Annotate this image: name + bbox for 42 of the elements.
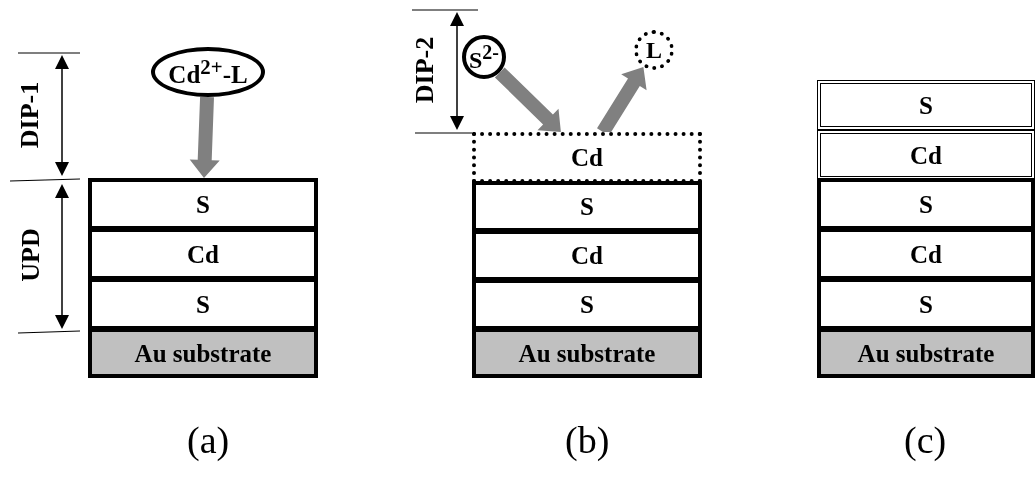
dimension-label: DIP-1 xyxy=(15,81,46,149)
layer-box xyxy=(88,178,318,230)
layer-label: S xyxy=(196,291,210,317)
layer-box xyxy=(472,132,702,183)
layer-label: S xyxy=(919,291,933,317)
layer-label: Cd xyxy=(571,145,603,170)
layer-box xyxy=(817,80,1035,130)
layer-label: Cd xyxy=(910,241,942,267)
layer-box xyxy=(88,278,318,330)
dimension-label: DIP-2 xyxy=(410,36,441,104)
substrate-label: Au substrate xyxy=(857,340,995,366)
layer-box xyxy=(817,278,1035,330)
ion-label: L xyxy=(646,38,662,62)
panel-label: (a) xyxy=(187,418,230,462)
layer-box xyxy=(472,230,702,281)
ion-label: Cd$^{2+}$-L xyxy=(168,56,248,88)
layer-box xyxy=(817,130,1035,180)
dimension-label: UPD xyxy=(15,228,46,282)
ion-label: S$^{2-}$ xyxy=(469,42,499,72)
layer-box xyxy=(472,279,702,330)
layer-label: S xyxy=(580,194,594,219)
layer-box xyxy=(88,228,318,280)
panel-label: (c) xyxy=(904,418,947,462)
layer-label: Cd xyxy=(910,142,942,168)
layer-label: S xyxy=(919,191,933,217)
layer-box xyxy=(472,181,702,232)
substrate-box xyxy=(817,328,1035,378)
substrate-box xyxy=(472,328,702,378)
layer-label: S xyxy=(196,191,210,217)
ion-circle xyxy=(462,35,506,79)
layer-label: Cd xyxy=(187,241,219,267)
substrate-label: Au substrate xyxy=(134,340,272,366)
layer-label: S xyxy=(580,292,594,317)
substrate-label: Au substrate xyxy=(518,340,656,366)
layer-box xyxy=(817,228,1035,280)
layer-label: S xyxy=(919,92,933,118)
panel-label: (b) xyxy=(565,418,610,462)
arrow xyxy=(494,67,561,132)
arrow xyxy=(189,96,220,178)
layer-box xyxy=(817,178,1035,230)
substrate-box xyxy=(88,328,318,378)
layer-label: Cd xyxy=(571,243,603,268)
